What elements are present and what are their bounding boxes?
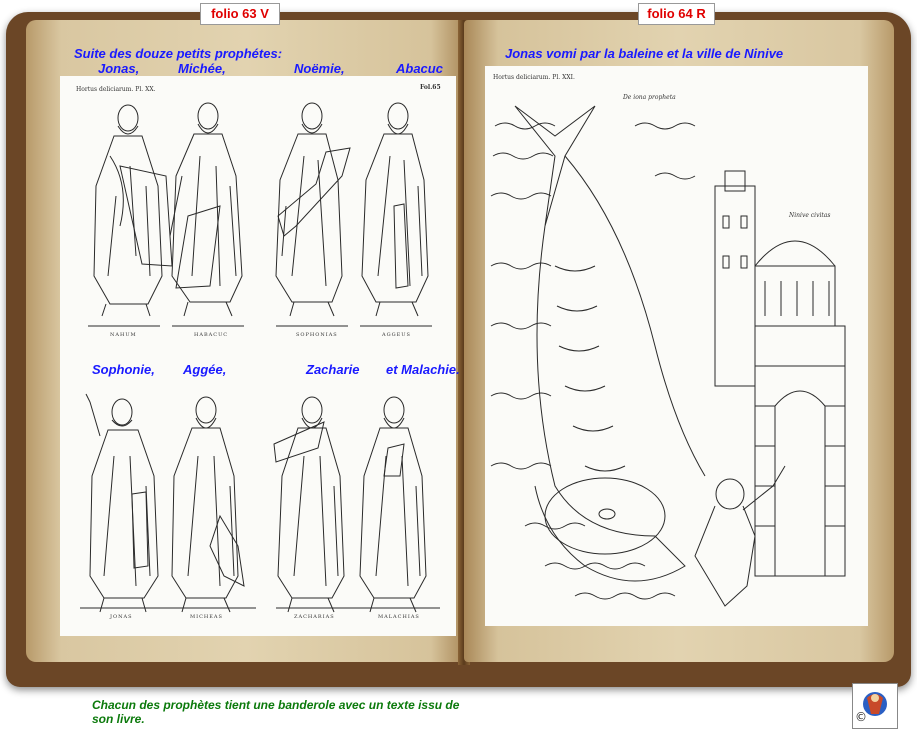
prophet-figure-malachias [359,396,427,613]
plate-header-right: Hortus deliciarum. Pl. XXI. [493,74,575,81]
caption-nahum: NAHUM [110,332,137,338]
caption-aggeus: AGGEUS [382,332,411,338]
plate-folio-number: Fol.65 [420,84,441,91]
prophet-figure-habacuc [169,102,243,317]
name-noemie: Noëmie, [294,61,345,76]
prophets-plate: Hortus deliciarum. Pl. XX. Fol.65 [60,76,456,636]
copyright-symbol: © [855,710,867,724]
prophet-figure-nahum [93,104,173,317]
prophet-figure-sophonias [275,102,351,317]
prophet-figure-jonas [85,393,159,613]
caption-malachias: MALACHIAS [378,614,420,620]
caption-habacuc: HABACUC [194,332,229,338]
left-heading: Suite des douze petits prophétes: [74,46,283,61]
plate-header-left: Hortus deliciarum. Pl. XX. [76,86,156,93]
jonah-whale-plate: Hortus deliciarum. Pl. XXI. De iona prop… [485,66,868,626]
right-heading: Jonas vomi par la baleine et la ville de… [505,46,784,61]
name-michee: Michée, [178,61,226,76]
prophet-figure-zacharias [273,396,345,613]
caption-zacharias: ZACHARIAS [294,614,335,620]
prophet-figure-aggeus [361,102,429,317]
name-jonas: Jonas, [98,61,140,76]
footer-note: Chacun des prophètes tient une banderole… [92,698,460,726]
name-sophonie: Sophonie, [92,362,155,377]
caption-micheas: MICHEAS [190,614,223,620]
caption-sophonias: SOPHONIAS [296,332,338,338]
name-malachie: et Malachie. [386,362,460,377]
name-abacuc: Abacuc [396,61,443,76]
name-aggee: Aggée, [183,362,227,377]
folio-label-left: folio 63 V [200,3,280,25]
name-zacharie: Zacharie [306,362,360,377]
caption-jonas: JONAS [110,614,133,620]
prophets-illustration [80,102,440,613]
jonah-whale-illustration [490,105,846,607]
folio-label-right: folio 64 R [638,3,715,25]
inscription-city: Ninive civitas [789,212,831,219]
site-logo[interactable]: © [852,683,898,729]
inscription-top: De iona propheta [623,94,676,101]
prophet-figure-micheas [171,396,245,613]
logo-icon [863,692,887,716]
